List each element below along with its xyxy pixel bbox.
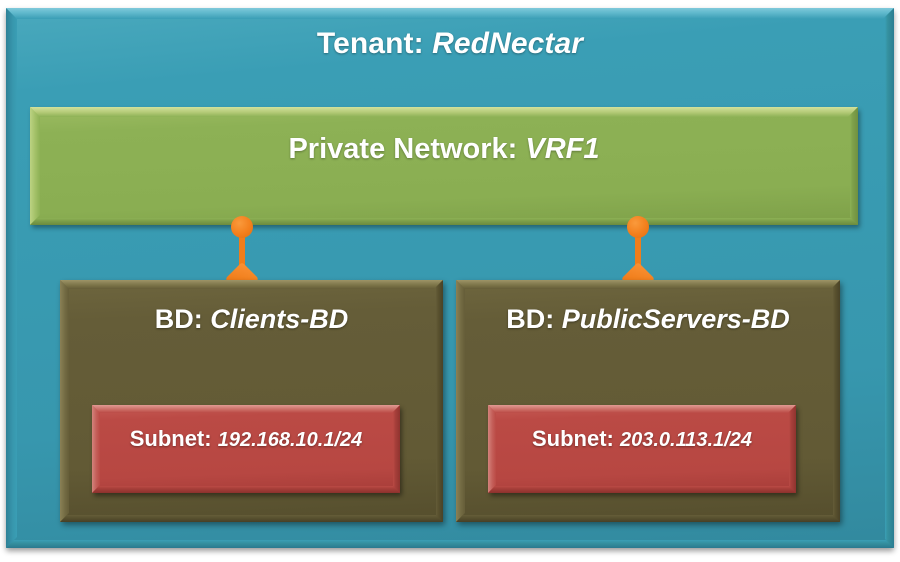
bridge-domain-label: BD: [154, 304, 211, 334]
subnet-bevel-left [92, 405, 100, 493]
bridge-domain-value: Clients-BD [210, 304, 349, 334]
bd-bevel-top [60, 280, 443, 289]
subnet-title: Subnet: 203.0.113.1/24 [488, 425, 796, 454]
bd-bevel-top [456, 280, 840, 289]
subnet-value: 192.168.10.1/24 [217, 429, 363, 451]
vrf-bevel-top [30, 107, 858, 117]
private-network-box[interactable]: Private Network: VRF1 [30, 107, 858, 225]
private-network-value: VRF1 [525, 133, 600, 165]
bridge-domain-label: BD: [506, 304, 562, 334]
subnet-bevel-top [92, 405, 400, 413]
connector-stem [635, 230, 641, 280]
bd-bevel-bottom [456, 515, 840, 522]
subnet-label: Subnet: [129, 426, 218, 451]
connector-vrf-to-publicservers-bd [621, 216, 655, 296]
private-network-label: Private Network: [288, 133, 526, 165]
tenant-bevel-right [885, 8, 894, 548]
subnet-bevel-left [488, 405, 496, 493]
tenant-bevel-left [6, 8, 17, 548]
bridge-domain-title: BD: PublicServers-BD [456, 302, 840, 336]
tenant-bevel-top [6, 8, 894, 19]
bd-bevel-bottom [60, 515, 443, 522]
subnet-label: Subnet: [532, 426, 620, 451]
connector-circle-icon [231, 216, 253, 238]
bridge-domain-box-publicservers[interactable]: BD: PublicServers-BD Subnet: 203.0.113.1… [456, 280, 840, 522]
subnet-box-publicservers[interactable]: Subnet: 203.0.113.1/24 [488, 405, 796, 493]
tenant-bevel-bottom [6, 540, 894, 548]
subnet-value: 203.0.113.1/24 [620, 429, 752, 451]
bridge-domain-value: PublicServers-BD [561, 304, 790, 334]
tenant-value: RedNectar [432, 27, 584, 60]
subnet-bevel-right [789, 405, 796, 493]
subnet-bevel-right [393, 405, 400, 493]
bridge-domain-title: BD: Clients-BD [60, 302, 443, 336]
vrf-bevel-bottom [30, 218, 858, 225]
subnet-bevel-top [488, 405, 796, 413]
connector-vrf-to-clients-bd [225, 216, 259, 296]
subnet-box-clients[interactable]: Subnet: 192.168.10.1/24 [92, 405, 400, 493]
connector-stem [239, 230, 245, 280]
bridge-domain-box-clients[interactable]: BD: Clients-BD Subnet: 192.168.10.1/24 [60, 280, 443, 522]
subnet-bevel-bottom [92, 486, 400, 493]
subnet-title: Subnet: 192.168.10.1/24 [92, 425, 400, 454]
private-network-title: Private Network: VRF1 [30, 131, 858, 167]
connector-circle-icon [627, 216, 649, 238]
tenant-label: Tenant: [316, 27, 433, 60]
tenant-title: Tenant: RedNectar [6, 25, 894, 63]
subnet-bevel-bottom [488, 486, 796, 493]
